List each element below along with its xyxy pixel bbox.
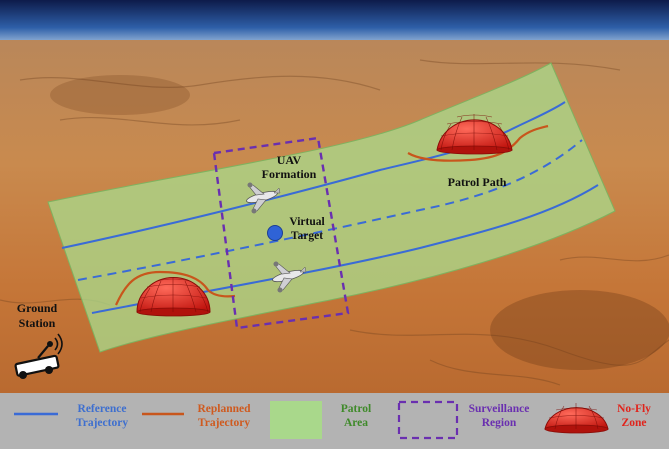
legend-patrol-area-swatch: [270, 401, 322, 439]
legend-patrol-area-label: Patrol Area: [326, 402, 386, 430]
legend-reference-line2: Trajectory: [75, 417, 129, 429]
sky: [0, 0, 669, 46]
ground-station-label-line1: Ground: [17, 301, 58, 315]
uav-icon-upper: [246, 182, 281, 214]
legend-patrol-area-line2: Area: [343, 417, 369, 429]
replanned-trajectory-right: [407, 124, 549, 162]
legend-replanned-line1: Replanned: [197, 403, 251, 415]
legend-replanned-label: Replanned Trajectory: [182, 402, 266, 430]
dark-ridge: [490, 290, 669, 370]
virtual-target-label-line1: Virtual: [289, 216, 324, 228]
ground-station-icon: [14, 333, 63, 379]
patrol-path-dashed: [77, 139, 583, 281]
terrain-texture: [0, 59, 669, 386]
legend-surveillance-swatch: [397, 400, 459, 440]
reference-trajectory-upper: [61, 101, 566, 249]
legend-surveillance-line1: Surveillance: [468, 403, 530, 415]
legend-no-fly-line1: No-Fly: [617, 403, 651, 415]
legend-reference-line1: Reference: [77, 403, 127, 415]
legend-replanned-line2: Trajectory: [197, 417, 251, 429]
replanned-trajectory-left: [114, 270, 236, 306]
patrol-path-label: Patrol Path: [448, 175, 507, 189]
virtual-target-marker: [267, 225, 283, 241]
legend-swatches: [14, 400, 609, 440]
uav-formation-label-line1: UAV: [277, 153, 302, 167]
legend-no-fly-line2: Zone: [621, 417, 647, 429]
no-fly-zone-dome-left: [136, 277, 211, 317]
dark-ridge: [50, 75, 190, 115]
legend-no-fly-label: No-Fly Zone: [606, 402, 662, 430]
uav-icon-lower: [272, 261, 307, 293]
virtual-target-label-line2: Target: [291, 230, 323, 242]
legend-surveillance-line2: Region: [481, 417, 517, 429]
uav-formation-label-line2: Formation: [262, 167, 317, 181]
legend: Reference Trajectory Replanned Trajector…: [0, 393, 669, 449]
legend-surveillance-label: Surveillance Region: [458, 402, 540, 430]
legend-patrol-area-line1: Patrol: [340, 403, 372, 415]
legend-reference-label: Reference Trajectory: [58, 402, 146, 430]
no-fly-zone-dome-right: [436, 114, 513, 155]
surveillance-region: [212, 136, 350, 330]
ground-station-label-line2: Station: [19, 316, 56, 330]
legend-no-fly-dome-icon: [544, 403, 609, 434]
